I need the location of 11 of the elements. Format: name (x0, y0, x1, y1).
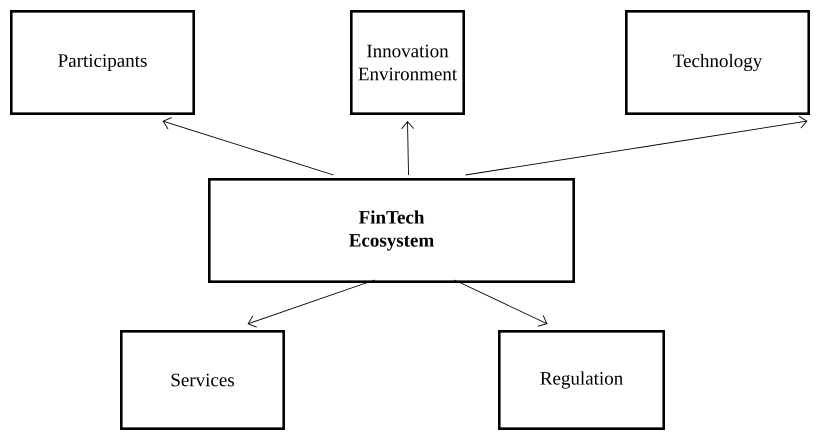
box: Participants (10, 10, 195, 115)
arrow (248, 280, 375, 328)
box: Innovation Environment (350, 10, 465, 115)
arrow (465, 116, 808, 176)
box: Technology (625, 10, 810, 115)
arrow (454, 280, 548, 327)
arrow (401, 121, 414, 176)
box: FinTech Ecosystem (208, 178, 575, 283)
box: Regulation (498, 330, 665, 430)
box: Services (120, 330, 285, 430)
arrow (162, 117, 334, 176)
